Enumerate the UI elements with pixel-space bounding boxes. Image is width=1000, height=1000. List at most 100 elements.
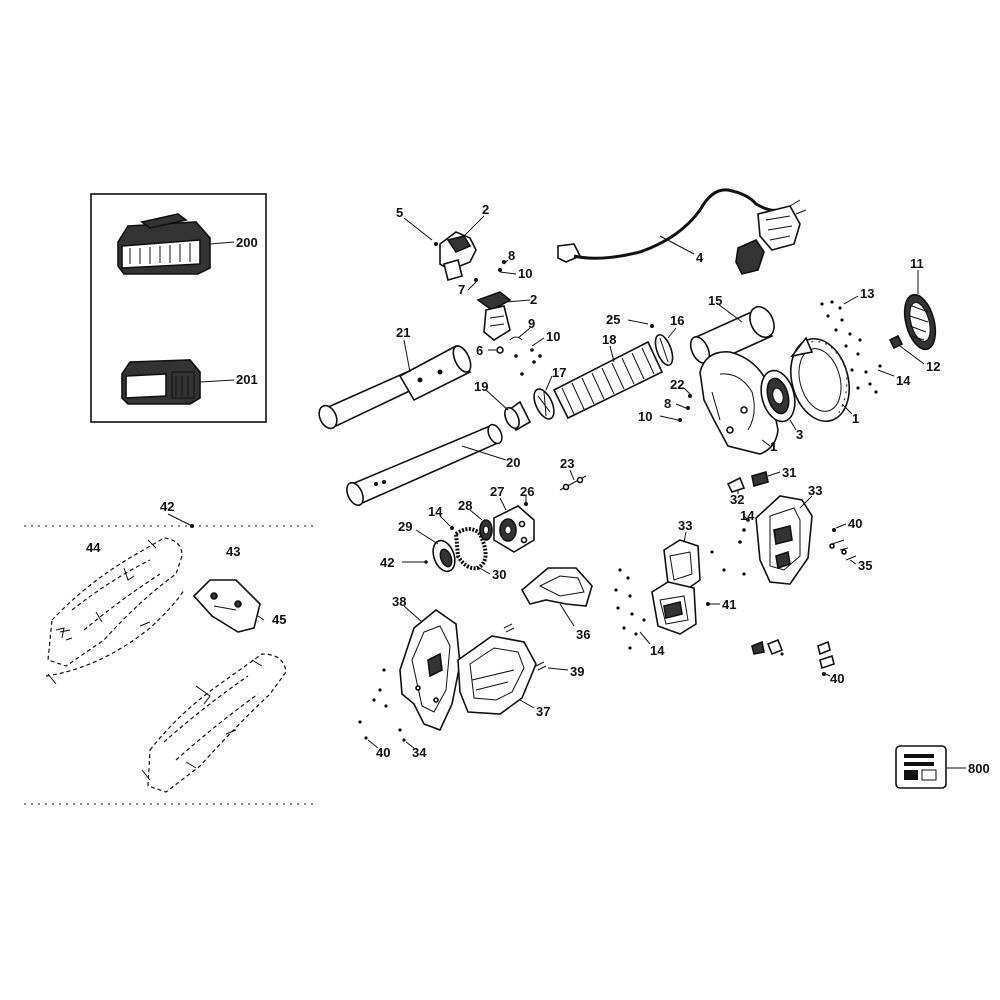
- callout-34: 34: [412, 745, 427, 760]
- part-30-drive-belt: [453, 527, 488, 571]
- callout-33a: 33: [808, 483, 822, 498]
- callout-44: 44: [86, 540, 101, 555]
- part-38-side-shroud: [399, 608, 461, 732]
- callout-35: 35: [858, 558, 872, 573]
- callout-14a: 14: [896, 373, 911, 388]
- part-1-housing-left: [699, 351, 779, 455]
- callout-45: 45: [272, 612, 286, 627]
- callout-16: 16: [670, 313, 684, 328]
- callout-14d: 14: [650, 643, 665, 658]
- part-2-lower-switch: [476, 291, 512, 341]
- part-1-housing-right: [790, 336, 850, 423]
- screw-set-14-lower: [614, 550, 746, 650]
- part-45-strap-lower: [141, 653, 287, 793]
- callout-23: 23: [560, 456, 574, 471]
- callout-11: 11: [910, 256, 924, 271]
- callout-20: 20: [506, 455, 520, 470]
- part-15-duct: [689, 305, 775, 366]
- part-25-screw: [650, 324, 654, 328]
- callout-4: 4: [696, 250, 704, 265]
- callout-8a: 8: [508, 248, 515, 263]
- part-17-clamp: [533, 388, 555, 420]
- callout-9: 9: [528, 316, 535, 331]
- callout-39: 39: [570, 664, 584, 679]
- callout-7: 7: [458, 282, 465, 297]
- screw-set-14: [850, 364, 882, 394]
- callout-12: 12: [926, 359, 940, 374]
- part-33-motor-housing-a: [755, 495, 813, 585]
- callout-19: 19: [474, 379, 488, 394]
- accessory-box: [90, 193, 267, 423]
- callout-32: 32: [730, 492, 744, 507]
- callout-27: 27: [490, 484, 504, 499]
- callout-14c: 14: [740, 508, 755, 523]
- callout-5: 5: [396, 205, 403, 220]
- callout-25: 25: [606, 312, 620, 327]
- callout-200: 200: [236, 235, 258, 250]
- part-37-handle: [457, 635, 537, 715]
- part-18-flex-hose: [552, 340, 664, 420]
- callout-29: 29: [398, 519, 412, 534]
- callout-40a: 40: [848, 516, 862, 531]
- callout-21: 21: [396, 325, 410, 340]
- callout-37: 37: [536, 704, 550, 719]
- part-26-screw: [524, 502, 528, 506]
- callout-18: 18: [602, 332, 616, 347]
- part-12-knob: [888, 334, 904, 350]
- callout-38: 38: [392, 594, 406, 609]
- callout-26: 26: [520, 484, 534, 499]
- callout-10b: 10: [546, 329, 560, 344]
- callout-10c: 10: [638, 409, 652, 424]
- callout-10a: 10: [518, 266, 532, 281]
- charger-icon: [117, 213, 211, 275]
- callout-36: 36: [576, 627, 590, 642]
- callout-1a: 1: [770, 439, 777, 454]
- part-44-shoulder-strap: [45, 537, 185, 685]
- part-23-pin: [559, 475, 587, 491]
- part-3-impeller-fan: [760, 369, 796, 423]
- screw-set-13: [820, 300, 862, 356]
- callout-2b: 2: [530, 292, 537, 307]
- callout-2a: 2: [482, 202, 489, 217]
- callout-14b: 14: [428, 504, 443, 519]
- part-21-nozzle-tube: [318, 344, 472, 430]
- part-31-connector: [751, 470, 769, 488]
- callout-3: 3: [796, 427, 803, 442]
- part-19-collar: [504, 400, 532, 432]
- callout-201: 201: [236, 372, 258, 387]
- callout-17: 17: [552, 365, 566, 380]
- part-40-screw-right: [829, 528, 857, 561]
- callout-8b: 8: [664, 396, 671, 411]
- callout-1b: 1: [852, 411, 859, 426]
- part-39-pins: [503, 623, 547, 671]
- screw-set-38: [358, 668, 406, 742]
- part-40-switch-parts: [751, 638, 835, 676]
- callout-30: 30: [492, 567, 506, 582]
- part-33-motor-housing-b: [651, 539, 701, 635]
- callout-13: 13: [860, 286, 874, 301]
- part-28-pulley: [479, 519, 493, 541]
- part-29-drive-pulley: [432, 539, 456, 573]
- callout-33b: 33: [678, 518, 692, 533]
- callout-28: 28: [458, 498, 472, 513]
- callout-41: 41: [722, 597, 736, 612]
- callout-31: 31: [782, 465, 796, 480]
- part-20-blower-tube: [346, 423, 503, 507]
- callout-800: 800: [968, 761, 990, 776]
- part-4-wire-harness: [557, 188, 807, 275]
- part-43-pad: [192, 579, 261, 633]
- part-11-intake-grille: [903, 293, 937, 351]
- part-27-gear-housing: [493, 505, 535, 553]
- callout-42b: 42: [160, 499, 174, 514]
- part-36-guard: [520, 567, 593, 607]
- part-5-screw: [434, 242, 438, 246]
- battery-pack-icon: [121, 359, 201, 405]
- callout-43: 43: [226, 544, 240, 559]
- callout-40b: 40: [830, 671, 844, 686]
- manual-book-icon: [895, 745, 947, 789]
- callout-22: 22: [670, 377, 684, 392]
- callout-6: 6: [476, 343, 483, 358]
- part-32-clip: [726, 476, 746, 493]
- callout-40c: 40: [376, 745, 390, 760]
